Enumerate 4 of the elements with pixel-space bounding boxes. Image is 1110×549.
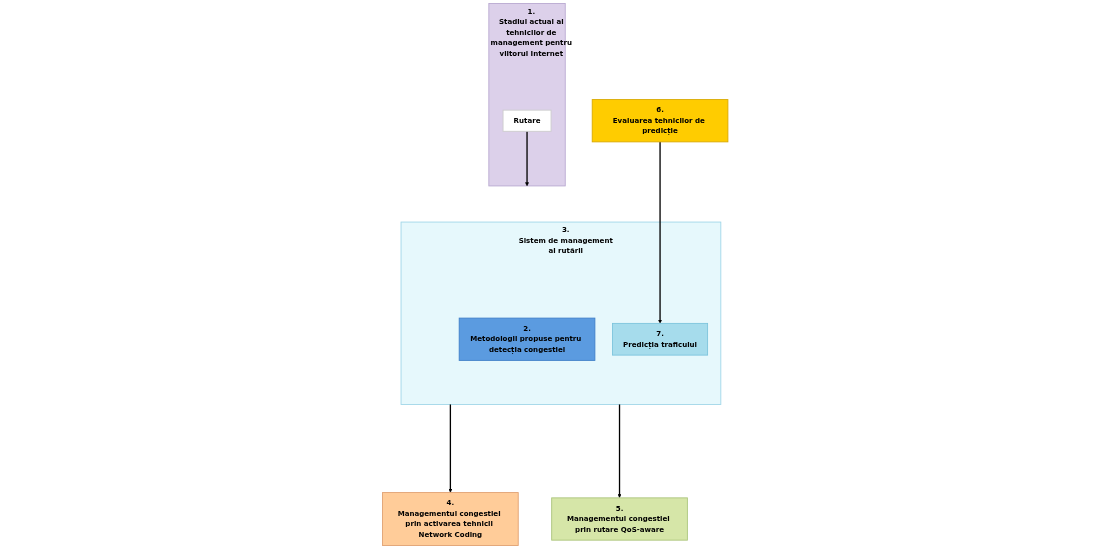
arrow (448, 403, 453, 493)
arrow (617, 403, 622, 499)
arrow (657, 141, 662, 324)
arrow (524, 130, 529, 187)
